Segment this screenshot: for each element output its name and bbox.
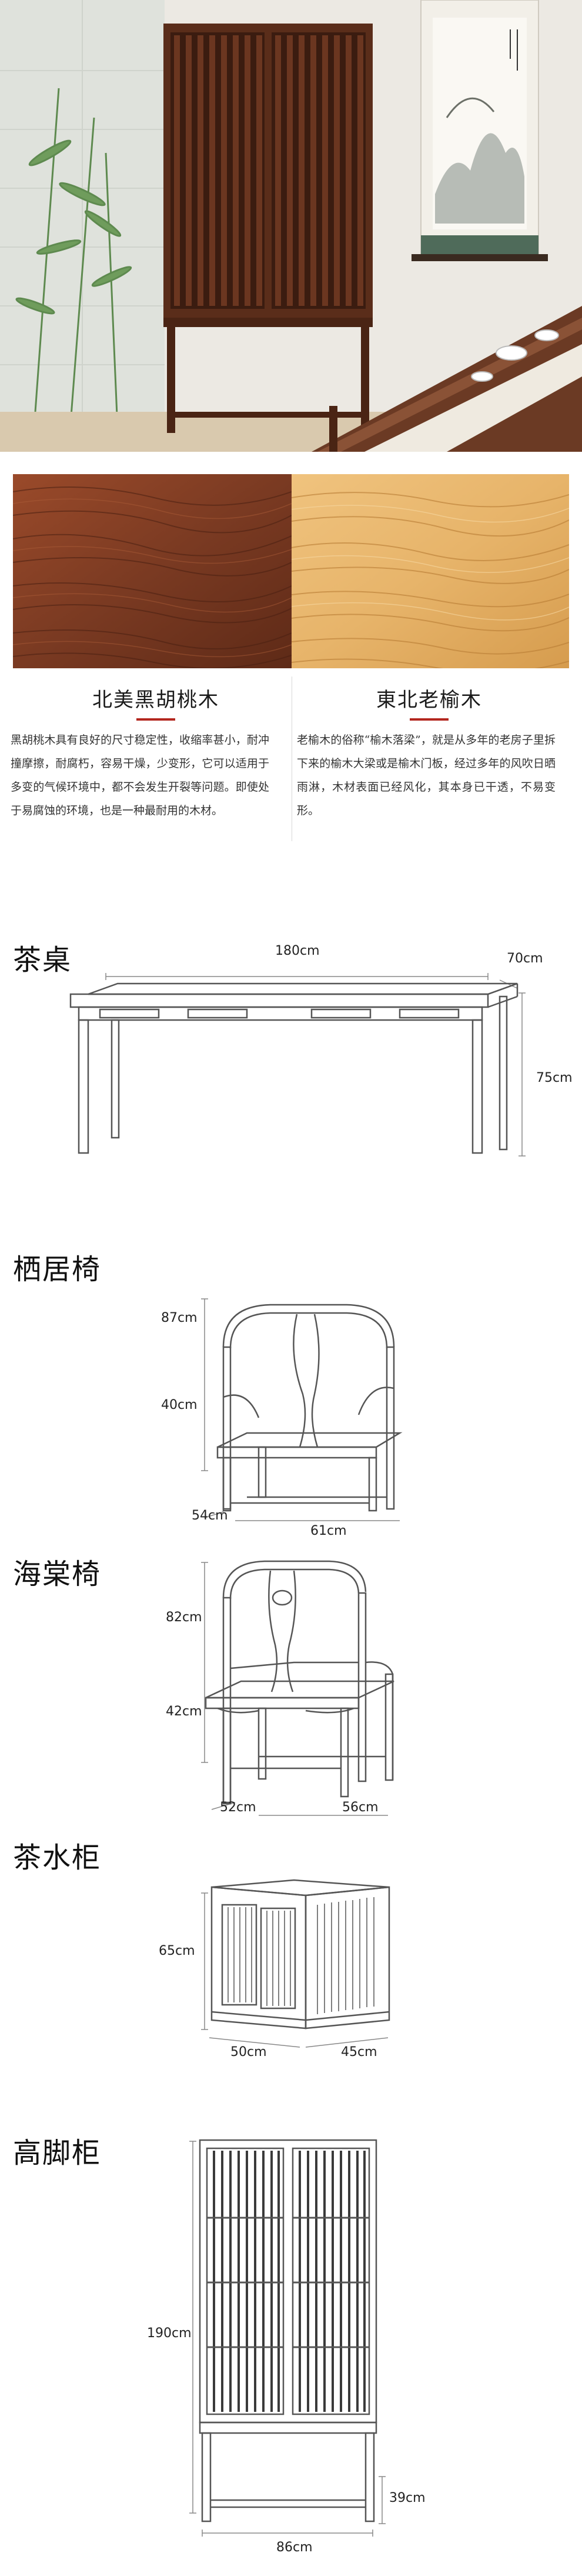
tall-cabinet-width: 86cm: [276, 2540, 313, 2555]
tall-cabinet-drawing: [188, 2135, 400, 2547]
elm-grain-image: [292, 474, 569, 668]
elm-title-text: 東北老榆木: [376, 688, 482, 712]
walnut-title-text: 北美黑胡桃木: [92, 688, 219, 712]
tea-table-depth: 70cm: [507, 951, 543, 966]
haitang-chair-seat-height: 42cm: [166, 1704, 202, 1719]
tea-table-length: 180cm: [275, 944, 320, 958]
tea-table-title: 茶桌: [13, 944, 72, 977]
qiju-chair-drawing: [200, 1294, 412, 1524]
qiju-chair-seat-height: 40cm: [161, 1398, 198, 1412]
qiju-chair-width: 61cm: [310, 1524, 347, 1538]
haitang-chair-drawing: [200, 1557, 412, 1821]
walnut-grain-image: [13, 474, 292, 668]
tall-cabinet-leg-height: 39cm: [389, 2491, 426, 2505]
qiju-chair-depth: 54cm: [192, 1508, 228, 1523]
haitang-chair-title: 海棠椅: [13, 1558, 102, 1591]
haitang-chair-width: 56cm: [342, 1800, 379, 1815]
qiju-chair-title: 栖居椅: [13, 1253, 102, 1286]
hero-room-photo: [0, 0, 582, 452]
tea-cabinet-width: 50cm: [230, 2045, 267, 2060]
tea-cabinet-height: 65cm: [159, 1944, 195, 1958]
tea-cabinet-depth: 45cm: [341, 2045, 377, 2060]
tea-cabinet-drawing: [200, 1875, 400, 2052]
tea-cabinet-title: 茶水柜: [13, 1841, 102, 1874]
elm-title: 東北老榆木: [344, 684, 514, 721]
tall-cabinet-height: 190cm: [147, 2326, 192, 2341]
qiju-chair-height: 87cm: [161, 1311, 198, 1325]
title-accent-line: [410, 718, 449, 721]
tall-cabinet-title: 高脚柜: [13, 2137, 102, 2170]
walnut-title: 北美黑胡桃木: [71, 684, 241, 721]
tea-table-drawing: [65, 971, 529, 1159]
haitang-chair-depth: 52cm: [220, 1800, 256, 1815]
haitang-chair-height: 82cm: [166, 1610, 202, 1625]
title-accent-line: [136, 718, 175, 721]
walnut-description: 黑胡桃木具有良好的尺寸稳定性，收缩率甚小，耐冲撞摩擦，耐腐朽，容易干燥，少变形，…: [11, 734, 269, 817]
elm-description: 老榆木的俗称“榆木落梁”，就是从多年的老房子里拆下来的榆木大梁或是榆木门板，经过…: [297, 734, 556, 817]
tea-table-height: 75cm: [536, 1071, 573, 1085]
